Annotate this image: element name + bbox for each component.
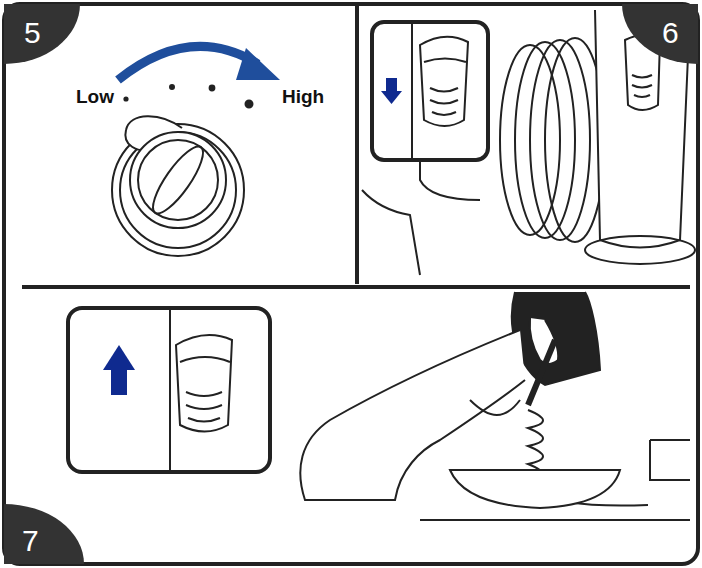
inset-box — [68, 308, 270, 472]
divider — [22, 285, 690, 289]
dial-dot — [210, 86, 215, 91]
step-number: 7 — [22, 526, 39, 556]
unit-edge — [362, 190, 420, 275]
tab-fill — [4, 4, 80, 64]
dial-label: Low — [76, 86, 114, 108]
hair — [512, 292, 600, 385]
turn-arrow — [118, 46, 258, 80]
press-arrow — [386, 78, 397, 92]
tab-shape — [4, 504, 84, 564]
button — [176, 335, 232, 431]
dial-dot — [246, 101, 253, 108]
knob-face — [130, 132, 226, 228]
inset-edge — [169, 310, 171, 470]
button-waves — [186, 392, 222, 422]
arrow-head — [236, 48, 280, 80]
dial-dot — [170, 85, 174, 89]
step-tab: 7 — [4, 504, 84, 564]
line-art — [4, 4, 698, 564]
dial-dot — [124, 97, 127, 100]
basin — [450, 470, 620, 508]
press-arrow — [381, 91, 402, 104]
release-arrow — [111, 369, 127, 395]
dial-label: High — [282, 86, 324, 108]
step-number: 5 — [24, 18, 41, 48]
handle — [528, 340, 555, 405]
tab-shape — [4, 4, 80, 64]
reservoir — [595, 10, 690, 248]
divider — [355, 6, 359, 284]
button-waves — [430, 88, 458, 115]
knob-grip — [145, 140, 211, 219]
knob-face — [138, 140, 218, 220]
step-number: 6 — [662, 18, 679, 48]
counter — [420, 519, 690, 521]
button-waves — [632, 75, 652, 97]
tab-fill — [4, 504, 84, 564]
button — [420, 37, 468, 126]
button-ridge — [424, 59, 466, 63]
release-arrow — [103, 345, 135, 370]
tab-shape — [622, 4, 698, 64]
hose-coil — [530, 40, 590, 240]
table — [650, 440, 690, 480]
inset-edge — [411, 24, 413, 158]
step-tab: 6 — [622, 4, 698, 64]
tab-fill — [622, 4, 698, 64]
outer-frame — [4, 4, 698, 564]
reservoir-base — [585, 236, 695, 264]
button-ridge — [180, 357, 230, 362]
step-tab: 5 — [4, 4, 80, 64]
inset-box — [372, 22, 488, 160]
arm — [470, 400, 520, 415]
